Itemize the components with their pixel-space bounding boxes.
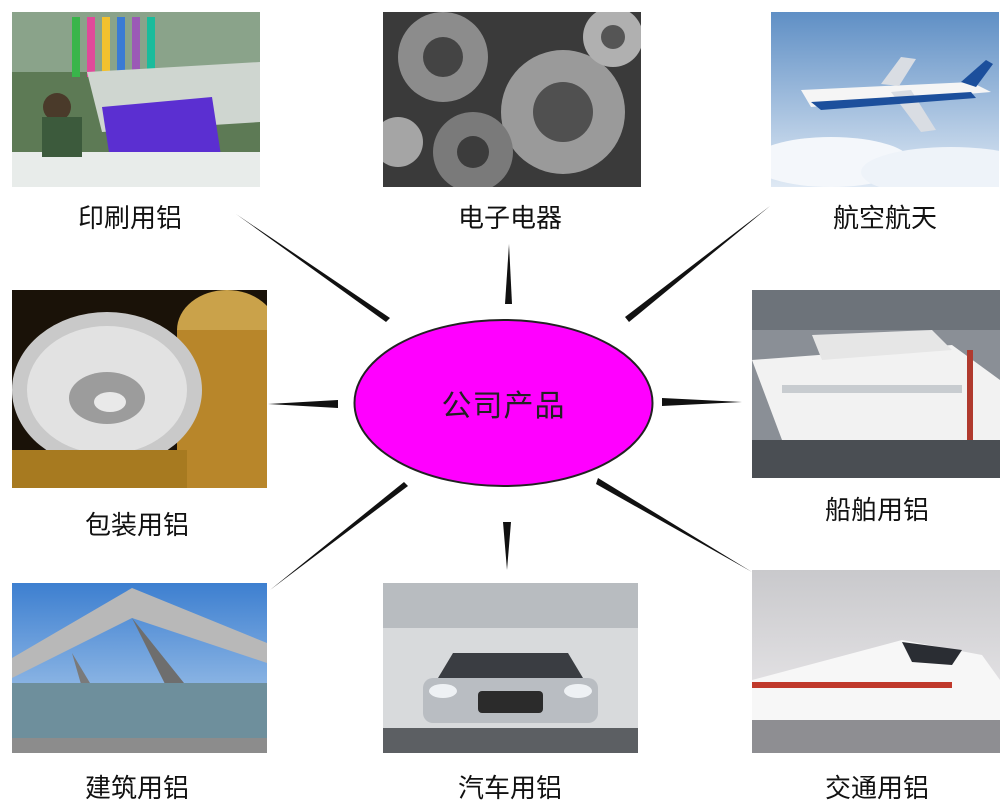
node-label-packaging: 包装用铝 xyxy=(84,511,189,541)
transport-photo xyxy=(752,570,1000,753)
marine-photo xyxy=(752,290,1000,478)
spoke-electronics xyxy=(505,244,512,304)
node-label-construction: 建筑用铝 xyxy=(84,774,189,804)
spoke-packaging xyxy=(268,400,338,408)
node-label-electronics: 电子电器 xyxy=(457,204,562,234)
spoke-marine xyxy=(662,398,742,406)
construction-photo xyxy=(12,583,267,753)
center-label: 公司产品 xyxy=(441,389,566,424)
spoke-construction xyxy=(270,482,408,590)
spoke-transport xyxy=(596,478,752,572)
node-label-printing: 印刷用铝 xyxy=(77,204,182,234)
spoke-automotive xyxy=(503,522,511,570)
spoke-aerospace xyxy=(625,206,770,322)
automotive-photo xyxy=(383,583,638,753)
electronics-photo xyxy=(383,12,641,187)
packaging-photo xyxy=(12,290,267,488)
node-label-marine: 船舶用铝 xyxy=(824,496,929,526)
center-ellipse xyxy=(353,319,654,487)
printing-photo xyxy=(12,12,260,187)
node-label-automotive: 汽车用铝 xyxy=(457,774,562,804)
aerospace-photo xyxy=(771,12,999,187)
node-label-aerospace: 航空航天 xyxy=(832,204,937,234)
spoke-printing xyxy=(236,214,390,322)
node-label-transport: 交通用铝 xyxy=(824,774,929,804)
